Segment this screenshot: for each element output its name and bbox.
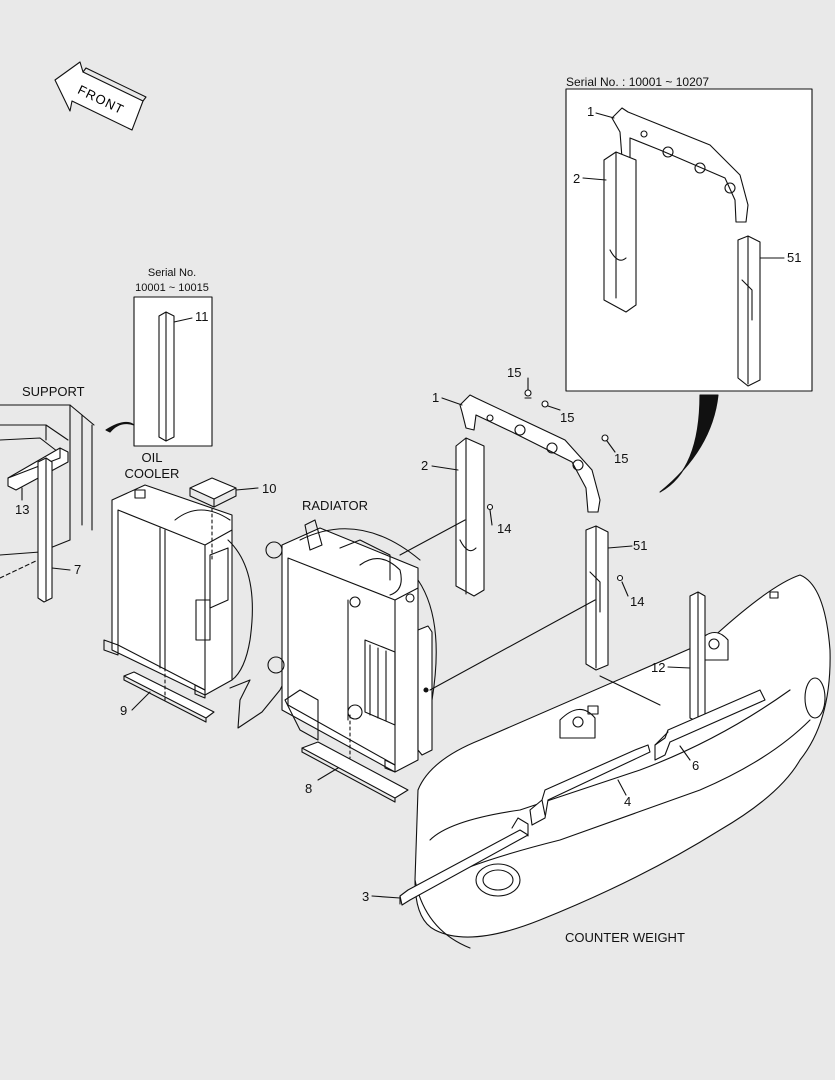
part-4-bar xyxy=(529,744,651,826)
inset-serial-caption: Serial No. : 10001 ~ 10207 xyxy=(566,75,710,89)
part-12-bar xyxy=(689,591,706,723)
small-inset-serial-line1: Serial No. xyxy=(147,267,197,279)
part-6-bar xyxy=(654,689,766,761)
callout-part-6: 6 xyxy=(692,758,700,773)
callout-inset-1: 1 xyxy=(587,104,595,119)
small-inset-serial-line2: 10001 ~ 10015 xyxy=(135,282,209,294)
part-7-bar xyxy=(37,457,53,603)
callout-part-1: 1 xyxy=(432,390,440,405)
callout-part-15-c: 15 xyxy=(614,451,629,466)
small-inset-panel xyxy=(133,296,213,447)
callout-part-12: 12 xyxy=(651,660,666,675)
oil-cooler-assembly xyxy=(103,484,253,699)
radiator-assembly xyxy=(265,519,437,773)
callout-part-15-a: 15 xyxy=(507,365,522,380)
oil-cooler-label-line2: COOLER xyxy=(124,466,180,481)
callout-part-2: 2 xyxy=(421,458,429,473)
callout-part-10: 10 xyxy=(262,481,277,496)
counter-weight-label: COUNTER WEIGHT xyxy=(565,930,685,945)
part-1-frame xyxy=(459,394,601,513)
callout-part-3: 3 xyxy=(362,889,370,904)
callout-part-13: 13 xyxy=(15,502,30,517)
callout-part-51: 51 xyxy=(633,538,648,553)
part-51-seal xyxy=(585,525,624,671)
callout-inset-51: 51 xyxy=(787,250,802,265)
callout-part-4: 4 xyxy=(624,794,632,809)
part-8-strip xyxy=(301,741,409,803)
part-9-strip xyxy=(123,671,215,723)
callout-part-14-upper: 14 xyxy=(497,521,512,536)
callout-small-11: 11 xyxy=(195,309,209,324)
support-frame xyxy=(0,404,95,579)
serial-inset-panel xyxy=(565,88,813,392)
inset-part-2-seal xyxy=(603,151,637,313)
radiator-label: RADIATOR xyxy=(302,498,368,513)
callout-part-9: 9 xyxy=(120,703,128,718)
callout-part-7: 7 xyxy=(74,562,82,577)
callout-part-8: 8 xyxy=(305,781,313,796)
inset-part-51-seal xyxy=(737,235,761,387)
hose-line xyxy=(229,679,286,729)
small-inset-pointer xyxy=(105,421,135,433)
callout-part-15-b: 15 xyxy=(560,410,575,425)
callout-part-14-lower: 14 xyxy=(630,594,645,609)
screw-15-group xyxy=(524,377,616,453)
part-10-pad xyxy=(189,477,259,561)
part-2-seal xyxy=(455,437,494,597)
front-arrow-icon xyxy=(54,61,147,131)
inset-pointer-arrow xyxy=(659,394,719,493)
support-label: SUPPORT xyxy=(22,384,85,399)
radiator-side-bracket xyxy=(417,625,433,756)
callout-inset-2: 2 xyxy=(573,171,581,186)
oil-cooler-label-line1: OIL xyxy=(141,450,163,465)
